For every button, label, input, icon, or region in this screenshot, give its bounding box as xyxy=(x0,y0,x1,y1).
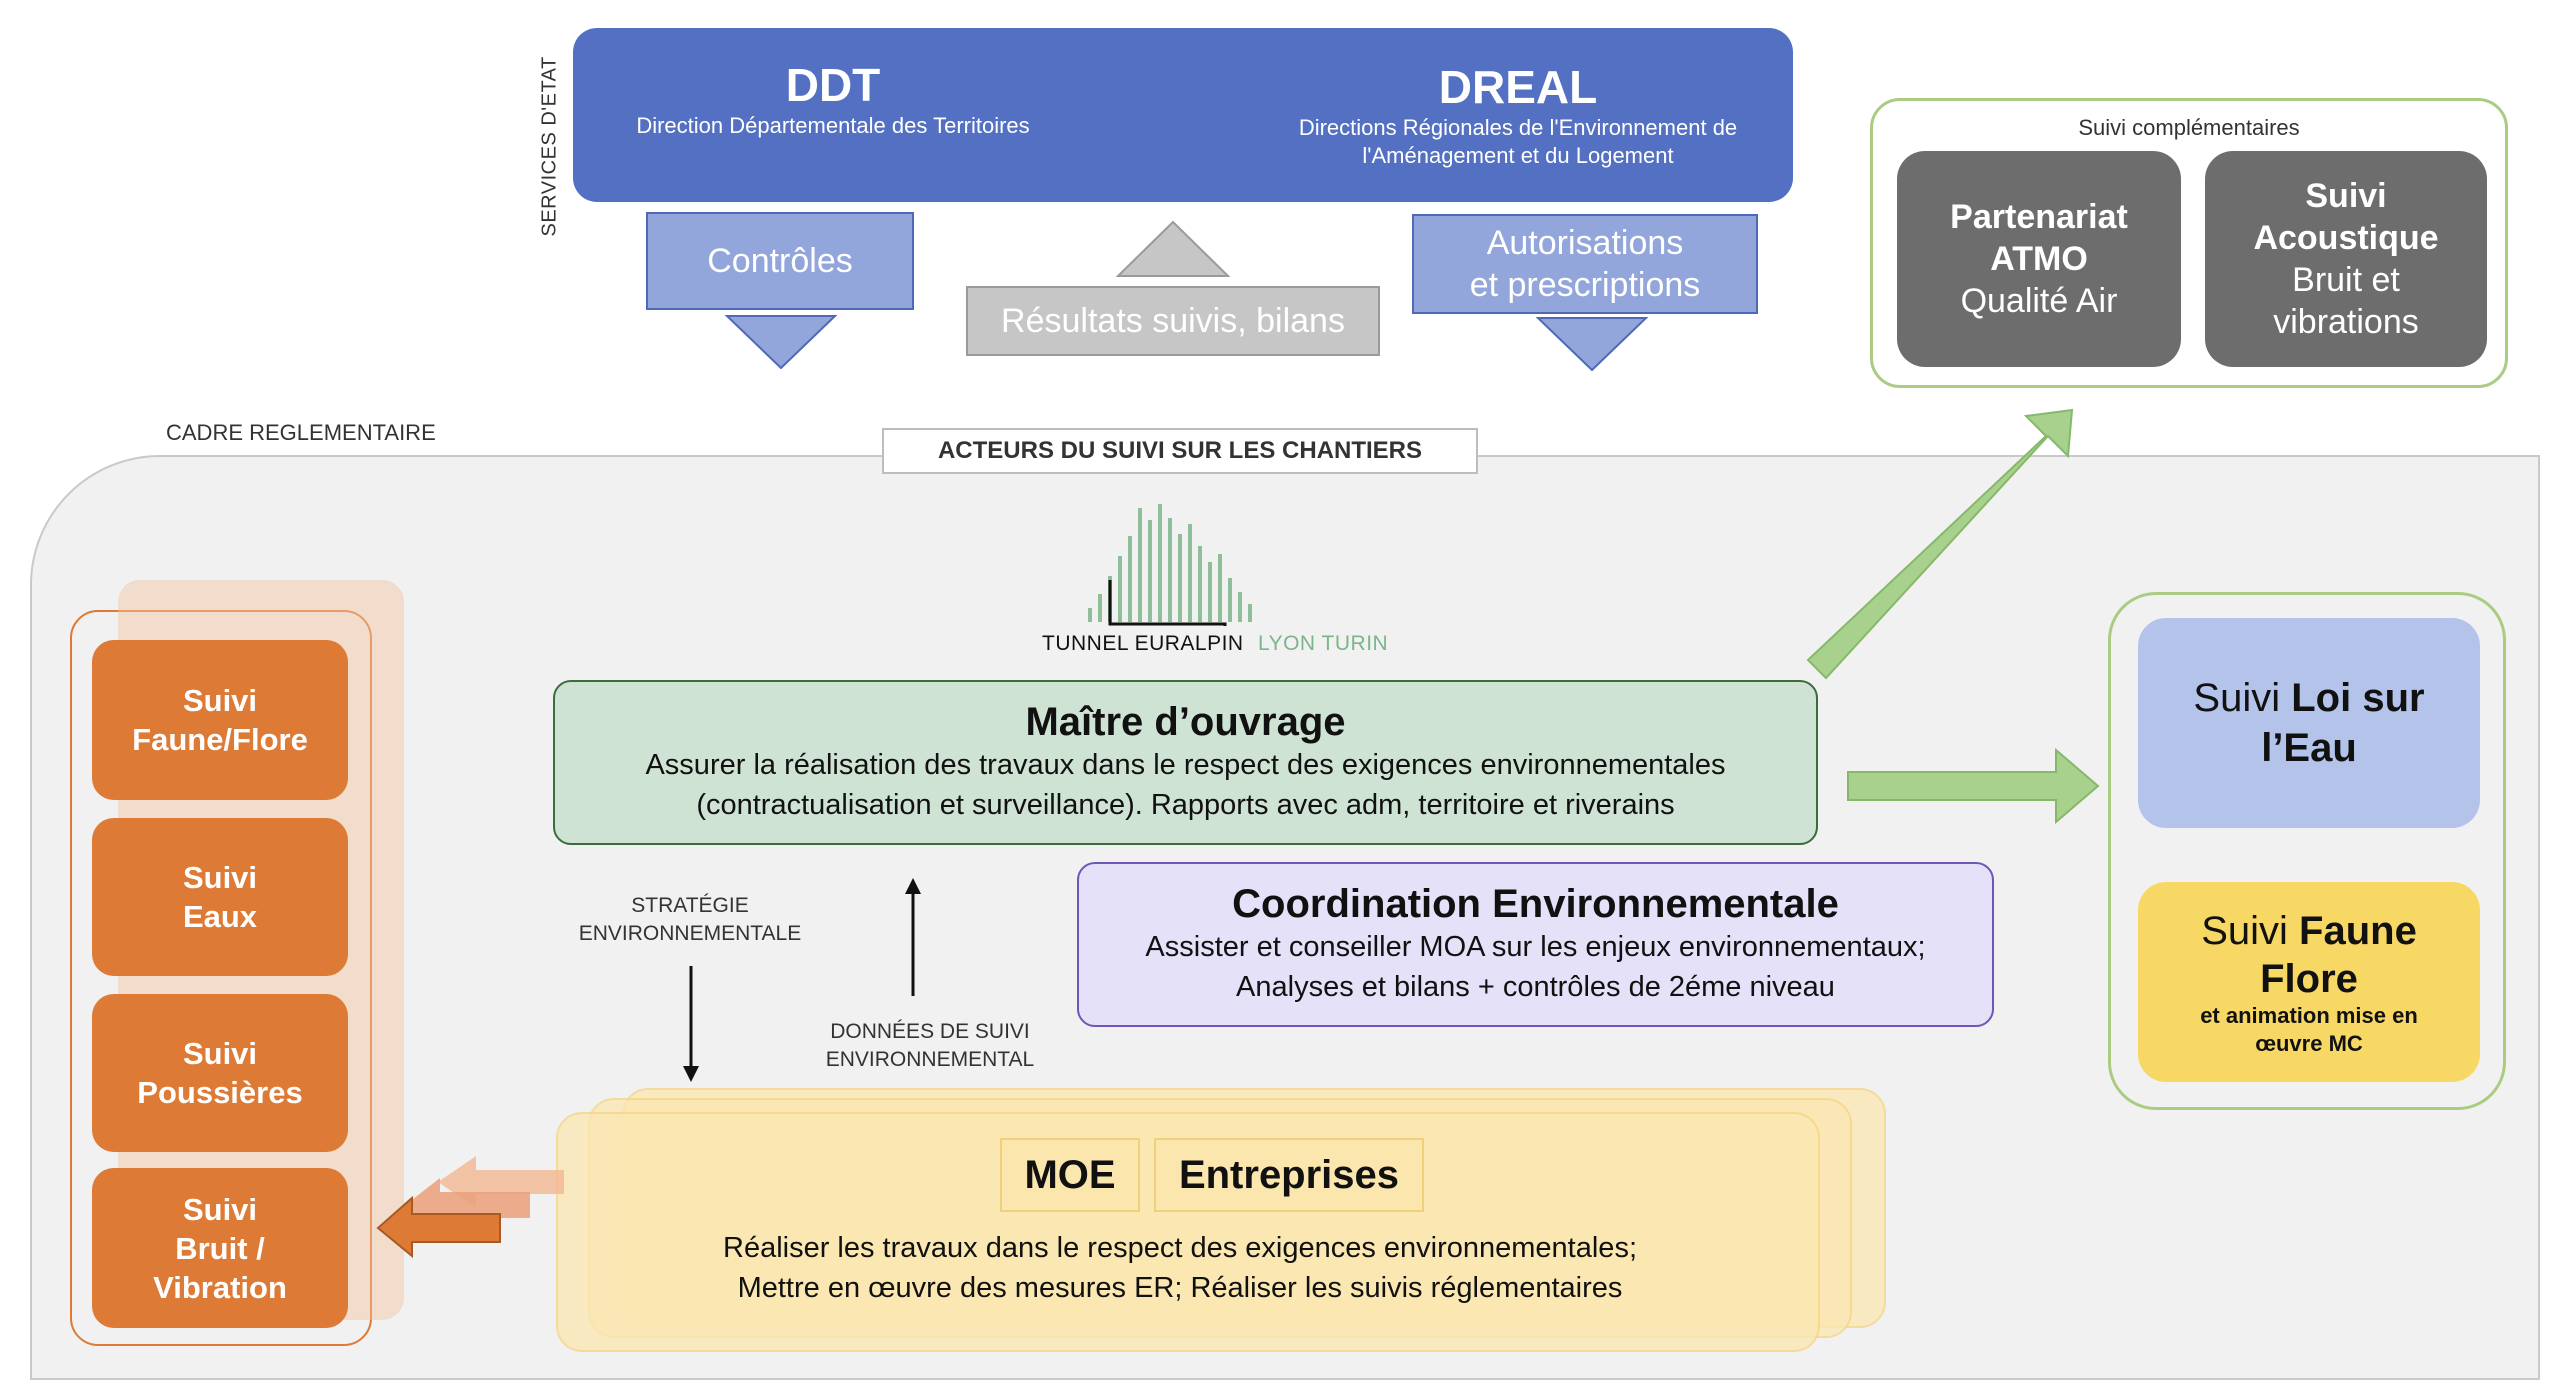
dreal-title: DREAL xyxy=(1438,61,1598,113)
dreal-subtitle-2: l'Aménagement et du Logement xyxy=(1362,143,1674,168)
entreprises-tag: Entreprises xyxy=(1154,1138,1424,1212)
suivi-poussieres-card: Suivi Poussières xyxy=(92,994,348,1152)
suivi-faune-flore-line-1: Suivi xyxy=(182,683,258,718)
moe-label: MOE xyxy=(1024,1152,1116,1197)
strategie-label: STRATÉGIE ENVIRONNEMENTALE xyxy=(560,892,820,948)
suivi-complementaires-frame: Suivi complémentaires Partenariat ATMO Q… xyxy=(1870,98,2508,388)
tunnel-euralpin-logo: TUNNEL EURALPIN LYON TURIN xyxy=(1040,496,1388,666)
suivi-eaux-line-2: Eaux xyxy=(182,899,258,934)
moe-description: Réaliser les travaux dans le respect des… xyxy=(580,1228,1780,1308)
services-etat-label: SERVICES D'ETAT xyxy=(538,56,561,237)
suivi-faune-flore-card: Suivi Faune/Flore xyxy=(92,640,348,800)
maitre-ouvrage-line-2: (contractualisation et surveillance). Ra… xyxy=(696,789,1675,821)
faune-r-suivi-text: Suivi xyxy=(2201,909,2288,953)
autorisations-box: Autorisations et prescriptions xyxy=(1412,214,1758,314)
acoustique-line-3: Bruit et xyxy=(2292,261,2400,299)
coordination-environnementale-box: Coordination Environnementale Assister e… xyxy=(1077,862,1994,1027)
faune-r-line-3: et animation mise en xyxy=(2200,1003,2418,1028)
logo-bars-icon xyxy=(1088,504,1252,638)
coordination-title: Coordination Environnementale xyxy=(1232,882,1839,926)
moe-line-2: Mettre en œuvre des mesures ER; Réaliser… xyxy=(737,1272,1623,1304)
maitre-ouvrage-box: Maître d’ouvrage Assurer la réalisation … xyxy=(553,680,1818,845)
loi-line-1: Suivi Loi sur xyxy=(2193,673,2424,723)
autorisations-label-2: et prescriptions xyxy=(1469,266,1701,304)
strategie-line-1: STRATÉGIE xyxy=(631,894,749,917)
logo-text-right: LYON TURIN xyxy=(1257,632,1389,655)
logo-text-left: TUNNEL EURALPIN xyxy=(1042,632,1244,655)
suivi-eaux-line-1: Suivi xyxy=(182,860,258,895)
donnees-line-2: ENVIRONNEMENTAL xyxy=(825,1048,1035,1071)
donnees-line-1: DONNÉES DE SUIVI xyxy=(830,1020,1030,1043)
moe-tag: MOE xyxy=(1000,1138,1140,1212)
ddt-subtitle: Direction Départementale des Territoires xyxy=(636,113,1030,138)
suivi-faune-flore-right-card: Suivi Faune Flore et animation mise en œ… xyxy=(2138,882,2480,1082)
atmo-box: Partenariat ATMO Qualité Air xyxy=(1897,151,2181,367)
faune-r-line-4: œuvre MC xyxy=(2255,1031,2363,1056)
suivi-eaux-card: Suivi Eaux xyxy=(92,818,348,976)
loi-suivi-text: Suivi xyxy=(2193,676,2281,720)
loi-line-2: l’Eau xyxy=(2261,726,2357,770)
resultats-up-arrow xyxy=(1115,220,1231,277)
ddt-block: DDT Direction Départementale des Territo… xyxy=(623,58,1043,140)
maitre-ouvrage-title: Maître d’ouvrage xyxy=(1025,700,1346,744)
coordination-line-2: Analyses et bilans + contrôles de 2éme n… xyxy=(1236,971,1835,1003)
acoustique-line-1: Suivi xyxy=(2305,177,2387,215)
atmo-line-2: ATMO xyxy=(1990,240,2088,278)
loi-bold-text: Loi sur xyxy=(2291,676,2425,720)
acoustique-line-4: vibrations xyxy=(2273,303,2419,341)
acoustique-line-2: Acoustique xyxy=(2253,219,2439,257)
controles-box: Contrôles xyxy=(646,212,914,310)
controles-label: Contrôles xyxy=(707,241,853,280)
dreal-subtitle-1: Directions Régionales de l'Environnement… xyxy=(1298,115,1738,140)
controles-down-arrow xyxy=(724,315,838,370)
state-services-box: DDT Direction Départementale des Territo… xyxy=(573,28,1793,202)
suivi-complementaires-title: Suivi complémentaires xyxy=(2078,115,2300,140)
suivi-bruit-line-2: Bruit / xyxy=(175,1230,265,1266)
acteurs-header: ACTEURS DU SUIVI SUR LES CHANTIERS xyxy=(882,428,1478,474)
maitre-ouvrage-line-1: Assurer la réalisation des travaux dans … xyxy=(645,749,1726,781)
suivis-column-frame xyxy=(70,610,372,1346)
moe-line-1: Réaliser les travaux dans le respect des… xyxy=(723,1232,1637,1264)
faune-r-line-2: Flore xyxy=(2260,957,2358,1001)
suivi-bruit-line-1: Suivi xyxy=(182,1191,258,1227)
acteurs-label: ACTEURS DU SUIVI SUR LES CHANTIERS xyxy=(937,437,1423,464)
logo-text: TUNNEL EURALPIN LYON TURIN xyxy=(1042,632,1388,656)
suivi-bruit-line-3: Vibration xyxy=(153,1269,287,1305)
donnees-label: DONNÉES DE SUIVI ENVIRONNEMENTAL xyxy=(790,1018,1070,1074)
resultats-label: Résultats suivis, bilans xyxy=(1001,301,1345,340)
strategie-line-2: ENVIRONNEMENTALE xyxy=(578,922,802,945)
faune-r-bold-text: Faune xyxy=(2299,909,2417,953)
acoustique-box: Suivi Acoustique Bruit et vibrations xyxy=(2205,151,2487,367)
suivi-loi-sur-eau-card: Suivi Loi sur l’Eau xyxy=(2138,618,2480,828)
entreprises-label: Entreprises xyxy=(1178,1152,1400,1197)
autorisations-label-1: Autorisations xyxy=(1486,224,1684,262)
cadre-reglementaire-label: CADRE REGLEMENTAIRE xyxy=(166,420,436,445)
resultats-box: Résultats suivis, bilans xyxy=(966,286,1380,356)
ddt-title: DDT xyxy=(785,59,881,111)
suivi-poussieres-line-1: Suivi xyxy=(182,1036,258,1071)
faune-r-line-1: Suivi Faune xyxy=(2201,906,2417,956)
suivi-faune-flore-line-2: Faune/Flore xyxy=(132,722,308,757)
coordination-line-1: Assister et conseiller MOA sur les enjeu… xyxy=(1145,931,1926,963)
atmo-line-1: Partenariat xyxy=(1950,198,2128,236)
autorisations-down-arrow xyxy=(1535,317,1649,372)
dreal-block: DREAL Directions Régionales de l'Environ… xyxy=(1253,60,1783,170)
suivi-poussieres-line-2: Poussières xyxy=(137,1075,303,1110)
suivi-bruit-vibration-card: Suivi Bruit / Vibration xyxy=(92,1168,348,1328)
atmo-line-3: Qualité Air xyxy=(1960,282,2118,320)
